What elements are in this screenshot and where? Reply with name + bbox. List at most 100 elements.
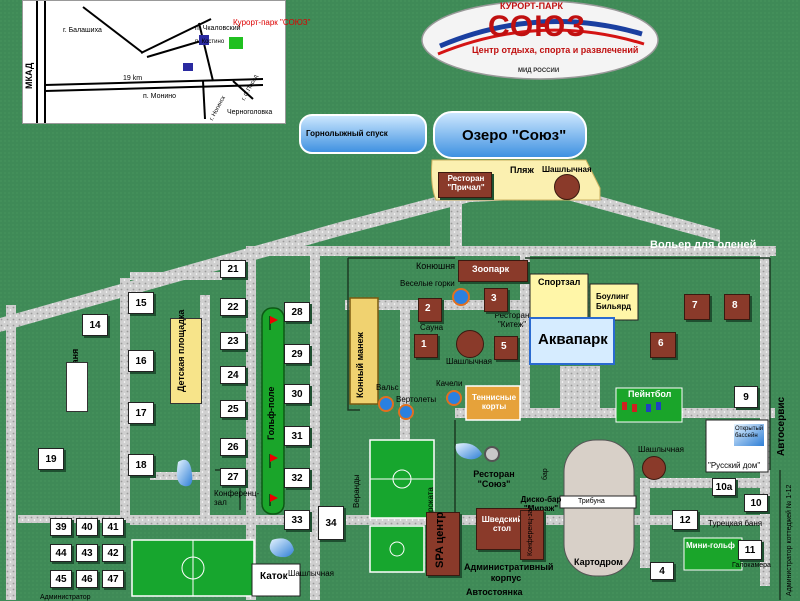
kids-playground: [170, 318, 202, 404]
cottage-39[interactable]: 39: [50, 518, 72, 536]
label-turkish-banya: Турецкая баня: [708, 519, 763, 528]
logo-ellipse: [421, 0, 659, 80]
label-sauna: Сауна: [420, 323, 444, 332]
cottage-26[interactable]: 26: [220, 438, 246, 456]
waltz-icon: [378, 396, 394, 412]
cottage-29[interactable]: 29: [284, 344, 310, 364]
cottage-9-label: 9: [743, 391, 749, 403]
cottage-46-label: 46: [81, 573, 93, 585]
cottage-19[interactable]: 19: [38, 448, 64, 470]
logo-subtitle: Центр отдыха, спорта и развлечений: [472, 45, 639, 55]
cottage-9[interactable]: 9: [734, 386, 758, 408]
cottage-17[interactable]: 17: [128, 402, 154, 424]
cottage-25[interactable]: 25: [220, 400, 246, 418]
cottage-27[interactable]: 27: [220, 468, 246, 486]
cottage-6: [650, 332, 676, 358]
cottage-29-label: 29: [291, 348, 303, 360]
cottage-5: [494, 336, 518, 360]
cottage-1-label: 1: [421, 339, 427, 350]
restaurant-prichal-roof: [438, 172, 492, 198]
logo-bottom: МИД РОССИИ: [518, 68, 560, 74]
cottage-44[interactable]: 44: [50, 544, 72, 562]
cottage-12[interactable]: 12: [672, 510, 698, 530]
label-russian-house: "Русский дом": [708, 461, 761, 470]
label-parking: Автостоянка: [466, 587, 523, 597]
cottage-45[interactable]: 45: [50, 570, 72, 588]
label-autoservice: Автосервис: [776, 396, 787, 456]
cottage-12-label: 12: [679, 514, 691, 526]
inset-label-mkad: МКАД: [24, 62, 34, 89]
inset-label-resort: Курорт-парк "СОЮЗ": [233, 18, 311, 27]
mini-golf: [683, 537, 743, 571]
cottage-19-label: 19: [45, 453, 57, 465]
label-disco-bar: Диско-бар "Мираж": [520, 495, 562, 513]
rink-pond: [269, 538, 294, 558]
spa-roof: [426, 512, 460, 576]
cottage-25-label: 25: [227, 403, 239, 415]
cottage-40[interactable]: 40: [76, 518, 98, 536]
cottage-42[interactable]: 42: [102, 544, 124, 562]
cottage-31[interactable]: 31: [284, 426, 310, 446]
label-conference-mid: Конференц-зал: [527, 505, 534, 556]
golf-field: [261, 307, 285, 515]
cottage-16-label: 16: [135, 355, 147, 367]
cottage-30-label: 30: [291, 388, 303, 400]
kartodrom-stand: [559, 495, 637, 509]
cottage-22-label: 22: [227, 301, 239, 313]
cottage-10a[interactable]: 10а: [712, 478, 736, 496]
sports-hall-block: [529, 273, 589, 321]
inset-map: МКАД г. Балашиха п. Чкаловский п. Костин…: [22, 0, 310, 124]
cottage-45-label: 45: [55, 573, 67, 585]
cottage-10[interactable]: 10: [744, 494, 768, 512]
cottage-7: [684, 294, 710, 320]
cottage-33-label: 33: [291, 514, 303, 526]
label-waltz: Вальс: [376, 383, 399, 392]
small-pond: [176, 459, 193, 487]
cottage-43[interactable]: 43: [76, 544, 98, 562]
cottage-4-label: 4: [659, 565, 665, 577]
cottage-30[interactable]: 30: [284, 384, 310, 404]
cottage-46[interactable]: 46: [76, 570, 98, 588]
cottage-10a-label: 10а: [715, 481, 733, 493]
inset-label-chernogolovka: Черноголовка: [227, 109, 273, 116]
cottage-14-label: 14: [89, 319, 101, 331]
label-swedish-table: Шведский стол: [481, 515, 523, 533]
cottage-18[interactable]: 18: [128, 454, 154, 476]
inset-label-monino: п. Монино: [143, 93, 177, 100]
label-deer-enclosure: Вольер для оленей: [650, 239, 757, 251]
swing-icon: [446, 390, 462, 406]
cottage-31-label: 31: [291, 430, 303, 442]
cottage-14[interactable]: 14: [82, 314, 108, 336]
cottage-4[interactable]: 4: [650, 562, 674, 580]
cottage-24-label: 24: [227, 369, 239, 381]
label-water-slides: Веселые горки: [400, 279, 455, 288]
cottage-7-label: 7: [692, 300, 698, 311]
lake-soyuz: [433, 111, 587, 159]
cottage-32[interactable]: 32: [284, 468, 310, 488]
cottage-22[interactable]: 22: [220, 298, 246, 316]
label-kids-playground: Детская площадка: [176, 309, 186, 392]
cottage-11[interactable]: 11: [738, 540, 762, 560]
cottage-15[interactable]: 15: [128, 292, 154, 314]
cottage-8: [724, 294, 750, 320]
label-paintball: Пейнтбол: [628, 389, 672, 399]
cottage-28[interactable]: 28: [284, 302, 310, 322]
helicopter-icon: [398, 404, 414, 420]
cottage-34[interactable]: 34: [318, 506, 344, 540]
cottage-10-label: 10: [750, 497, 762, 509]
cottage-33[interactable]: 33: [284, 510, 310, 530]
cottage-47[interactable]: 47: [102, 570, 124, 588]
label-verandas: Веранды: [352, 474, 361, 508]
cottage-24[interactable]: 24: [220, 366, 246, 384]
cottage-21[interactable]: 21: [220, 260, 246, 278]
cottage-16[interactable]: 16: [128, 350, 154, 372]
cottage-41[interactable]: 41: [102, 518, 124, 536]
label-bowling: Боулинг Бильярд: [596, 292, 632, 311]
label-swings: Качели: [436, 379, 463, 388]
label-lake: Озеро "Союз": [462, 127, 567, 144]
cottage-23-label: 23: [227, 335, 239, 347]
inset-label-chkalovsky: п. Чкаловский: [195, 25, 241, 32]
cottage-32-label: 32: [291, 472, 303, 484]
label-beach: Пляж: [510, 165, 534, 175]
cottage-23[interactable]: 23: [220, 332, 246, 350]
